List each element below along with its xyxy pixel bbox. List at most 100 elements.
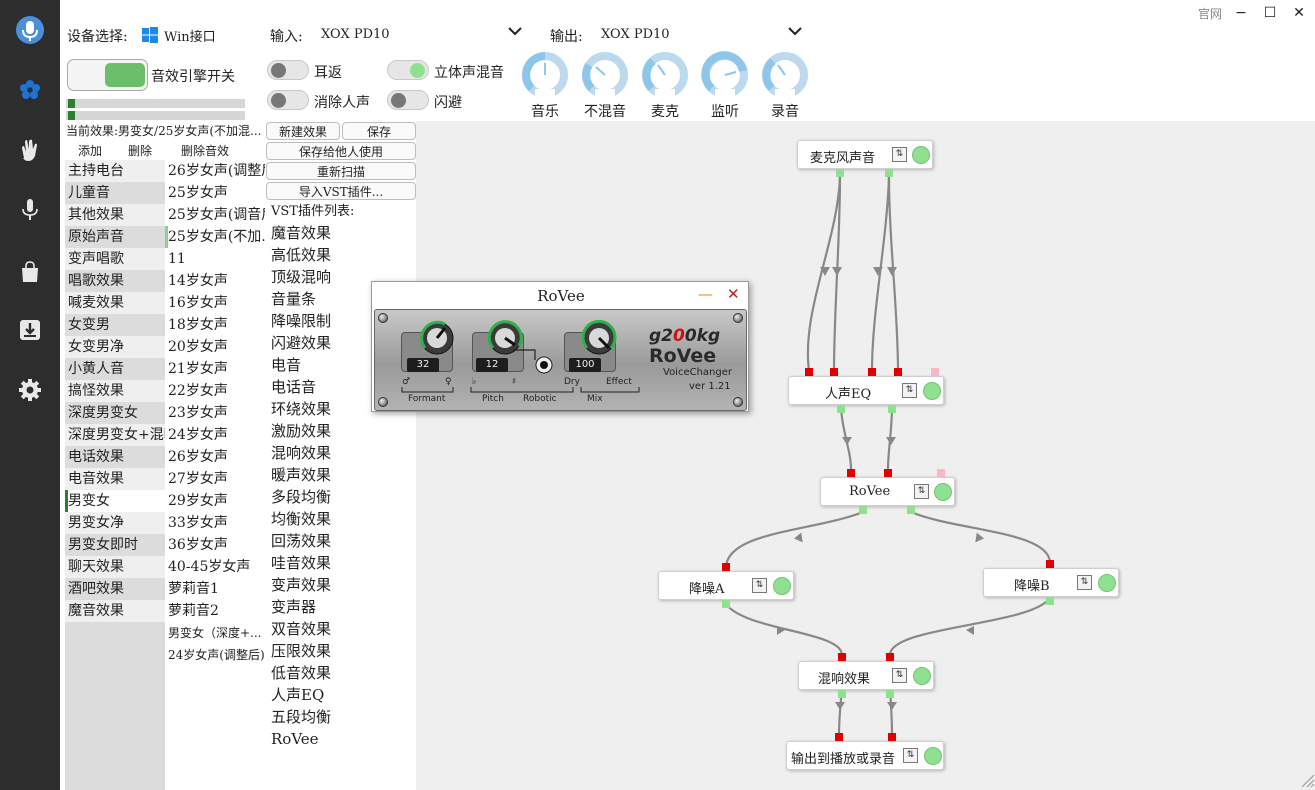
vst-plugin-item[interactable]: 哇音效果 [271,554,332,572]
node-eq-in-port-2[interactable] [830,368,838,376]
formant-knob[interactable] [419,320,455,356]
effect-preset-item[interactable]: 21岁女声 [168,361,228,377]
app-logo-mic-icon[interactable] [0,10,60,50]
node-output[interactable]: 输出到播放或录音 ⇅ [786,741,944,770]
effect-preset-item[interactable]: 23岁女声 [168,405,228,421]
maximize-window-button[interactable]: ☐ [1263,5,1277,21]
effect-preset-item[interactable]: 14岁女声 [168,273,228,289]
effect-category-item[interactable]: 女变男净 [65,336,165,358]
rovee-plugin-window[interactable]: RoVee — ✕ 32 12 100 ♂ ♀ ♭ ♯ Dry E [371,281,749,412]
node-eq-in-port-3[interactable] [868,368,876,376]
effect-category-item[interactable]: 主持电台 [65,160,165,182]
device-value[interactable]: Win接口 [164,30,216,45]
output-device-select[interactable]: XOX PD10 [601,27,670,42]
effect-preset-item[interactable]: 26岁女声(调整后) [168,163,265,179]
microphone-icon[interactable] [0,190,60,230]
vst-plugin-item[interactable]: 双音效果 [271,620,332,638]
effect-preset-item[interactable]: 16岁女声 [168,295,228,311]
effect-category-item[interactable]: 变声唱歌 [65,248,165,270]
vst-plugin-item[interactable]: 五段均衡 [271,708,332,726]
vst-plugin-item[interactable]: 回荡效果 [271,532,332,550]
add-effect-button[interactable]: 添加 [78,144,103,158]
node-reverb-enable-led[interactable] [913,667,931,685]
effect-preset-item[interactable]: 18岁女声 [168,317,228,333]
vst-plugin-item[interactable]: 低音效果 [271,664,332,682]
effect-preset-item[interactable]: 26岁女声 [168,449,228,465]
node-nrb-enable-led[interactable] [1098,574,1116,592]
effect-category-item[interactable]: 女变男 [68,317,110,333]
node-reverb[interactable]: 混响效果 ⇅ [798,661,934,690]
effect-preset-item[interactable]: 萝莉音2 [168,603,219,619]
effect-category-item[interactable]: 搞怪效果 [65,380,165,402]
vst-plugin-item[interactable]: 变声器 [271,598,317,616]
effect-preset-item[interactable]: 男变女（深度+... [168,626,262,640]
effect-category-item[interactable]: 酒吧效果 [68,581,124,597]
vst-plugin-item[interactable]: 混响效果 [271,444,332,462]
ducking-toggle[interactable] [387,90,429,110]
node-reverb-in-port-1[interactable] [838,653,846,661]
settings-gear-icon[interactable] [0,370,60,410]
vst-plugin-item[interactable]: 降噪限制 [271,312,332,330]
effect-preset-item[interactable]: 25岁女声(调音后) [168,207,265,223]
node-mic-input[interactable]: 麦克风声音 ⇅ [797,140,933,169]
vst-plugin-item[interactable]: 音量条 [271,290,317,308]
node-vocal-eq[interactable]: 人声EQ ⇅ [788,376,944,405]
rovee-close-button[interactable]: ✕ [727,285,740,303]
node-nra-settings-icon[interactable]: ⇅ [752,578,767,593]
effect-preset-item[interactable]: 萝莉音1 [168,581,219,597]
vst-plugin-item[interactable]: 压限效果 [271,642,332,660]
node-eq-in-port-1[interactable] [805,368,813,376]
vst-plugin-item[interactable]: 多段均衡 [271,488,332,506]
effect-category-item[interactable]: 电音效果 [65,468,165,490]
download-icon[interactable] [0,310,60,350]
node-eq-sidechain-port[interactable] [931,368,939,376]
effect-preset-item[interactable]: 24岁女声(调整后) [168,648,265,662]
resize-grip-icon[interactable] [1300,773,1315,788]
node-reverb-in-port-2[interactable] [886,653,894,661]
effect-category-item[interactable]: 电话效果 [68,449,124,465]
node-output-in-port-1[interactable] [835,733,843,741]
node-eq-out-port-1[interactable] [837,405,845,413]
effect-preset-item[interactable]: 29岁女声 [168,493,228,509]
effect-category-item[interactable]: 深度男变女+混响 [65,424,165,446]
effect-category-item[interactable]: 小黄人音 [68,361,124,377]
effect-category-item[interactable]: 原始声音 [68,229,124,245]
mic-volume-knob[interactable]: 麦克 [641,51,689,121]
music-volume-knob[interactable]: 音乐 [521,51,569,121]
effect-category-item[interactable]: 聊天效果 [65,556,165,578]
node-nra-in-port[interactable] [722,563,730,571]
node-nrb-out-port[interactable] [1046,597,1054,605]
vst-plugin-item[interactable]: 电话音 [271,378,317,396]
pitch-knob[interactable] [487,320,523,356]
node-rovee-in-port-2[interactable] [884,469,892,477]
node-reverb-out-port-1[interactable] [838,690,846,698]
node-rovee-enable-led[interactable] [934,483,952,501]
node-nra-out-port[interactable] [722,600,730,608]
delete-sound-effect-button[interactable]: 删除音效 [181,144,230,158]
vst-plugin-item[interactable]: 环绕效果 [271,400,332,418]
close-window-button[interactable]: ✕ [1293,5,1305,21]
effect-preset-item[interactable]: 22岁女声 [168,383,228,399]
ear-return-toggle[interactable] [267,60,309,80]
vst-plugin-item[interactable]: 变声效果 [271,576,332,594]
node-rovee-settings-icon[interactable]: ⇅ [914,484,929,499]
effects-flower-icon[interactable] [0,70,60,110]
node-rovee-in-port-1[interactable] [847,469,855,477]
effect-category-item[interactable]: 喊麦效果 [65,292,165,314]
vst-plugin-item[interactable]: 人声EQ [271,686,325,704]
shopping-bag-icon[interactable] [0,252,60,292]
effect-preset-item[interactable]: 27岁女声 [168,471,228,487]
node-rovee-out-port-1[interactable] [859,506,867,514]
rovee-minimize-button[interactable]: — [698,285,713,303]
vst-plugin-item[interactable]: 闪避效果 [271,334,332,352]
vst-plugin-item[interactable]: 均衡效果 [271,510,332,528]
effect-preset-item[interactable]: 11 [168,251,186,267]
node-reverb-settings-icon[interactable]: ⇅ [892,668,907,683]
effect-category-item[interactable]: 魔音效果 [65,600,165,622]
mix-knob[interactable] [581,320,617,356]
effect-preset-item[interactable]: 36岁女声 [168,537,228,553]
effect-preset-item[interactable]: 25岁女声(不加... [165,226,265,248]
no-mix-knob[interactable]: 不混音 [581,51,629,121]
effect-preset-item[interactable]: 24岁女声 [168,427,228,443]
delete-effect-button[interactable]: 删除 [128,144,153,158]
